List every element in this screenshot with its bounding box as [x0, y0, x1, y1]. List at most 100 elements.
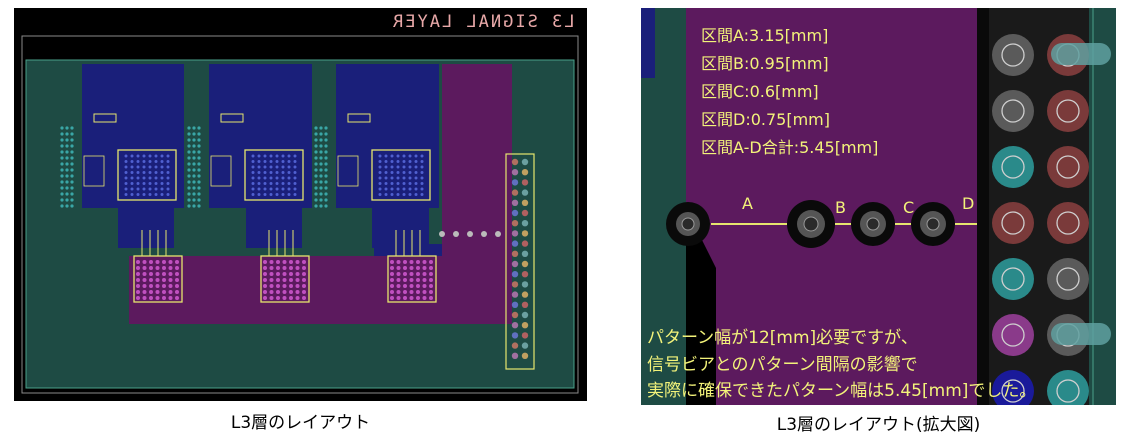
bga-pad: [314, 168, 318, 172]
bga-pad: [324, 144, 328, 148]
bga-pad: [416, 278, 420, 282]
bga-via: [166, 182, 170, 185]
bga-via: [402, 154, 406, 158]
caption-left: L3層のレイアウト: [230, 413, 371, 433]
bga-via: [390, 165, 394, 169]
bga-pad: [155, 266, 160, 270]
bga-pad: [65, 150, 69, 154]
bga-via: [142, 171, 146, 174]
bga-pad: [314, 162, 318, 166]
bga-via: [257, 182, 261, 185]
connector-pin: [511, 311, 519, 319]
bga-via: [408, 165, 412, 169]
connector-pad: [1047, 202, 1089, 244]
connector-pad: [992, 314, 1034, 356]
component: [220, 113, 244, 123]
bga-via: [281, 160, 285, 163]
bga-pad: [263, 284, 267, 288]
bga-via: [148, 176, 152, 180]
bga-via: [378, 154, 382, 158]
bga-via: [130, 165, 134, 169]
bga-via: [251, 154, 255, 158]
bga-pad: [60, 168, 64, 172]
bga-via: [148, 182, 152, 185]
bga-via: [275, 176, 279, 180]
bga-pad: [187, 126, 191, 130]
bga-pad: [403, 284, 407, 288]
bga-pad: [282, 296, 287, 300]
bga-pad: [289, 260, 293, 264]
bga-via: [257, 154, 261, 158]
pcb-zoom-drawing: [641, 8, 1116, 405]
bga-pad: [197, 162, 201, 166]
bga-pad: [319, 132, 323, 136]
bga-pad: [263, 278, 267, 282]
bga-via: [142, 193, 146, 196]
bga-pad: [175, 278, 179, 282]
connector-pad: [1047, 146, 1089, 188]
bga-via: [420, 160, 424, 163]
bga-pad: [155, 290, 160, 294]
bga-pad: [403, 296, 407, 300]
bga-pad: [263, 272, 267, 276]
chip-outline: [371, 149, 431, 201]
bga-pad: [60, 156, 64, 160]
bga-via: [390, 176, 394, 180]
bga-pad: [197, 156, 201, 160]
bga-pad: [319, 192, 323, 196]
bga-pad: [324, 138, 328, 142]
bga-pad: [396, 266, 401, 270]
bga-pad: [70, 138, 74, 142]
bga-pad: [162, 260, 166, 264]
bga-via: [166, 187, 170, 191]
bga-via: [287, 182, 291, 185]
bga-pad: [155, 260, 160, 264]
bga-pad: [149, 284, 153, 288]
bga-pad: [168, 266, 173, 270]
bga-pad: [396, 260, 401, 264]
bga-pad: [314, 132, 318, 136]
bga-via: [396, 187, 400, 191]
bga-pad: [136, 260, 140, 264]
bga-pad: [409, 284, 414, 288]
bga-via: [275, 171, 279, 174]
chip-outline: [244, 149, 304, 201]
bga-via: [257, 165, 261, 169]
bga-pad: [409, 278, 414, 282]
bga-pad: [319, 174, 323, 178]
bga-pad: [302, 278, 306, 282]
bga-via: [136, 171, 140, 174]
bga-via: [269, 171, 273, 174]
bga-via: [251, 160, 255, 163]
bga-pad: [197, 180, 201, 184]
bga-via: [160, 187, 164, 191]
bga-pad: [168, 260, 173, 264]
bga-pad: [192, 150, 196, 154]
bga-via: [136, 154, 140, 158]
bga-pad: [60, 126, 64, 130]
bga-pad: [187, 156, 191, 160]
bga-pad: [295, 278, 300, 282]
bga-via: [263, 160, 267, 163]
bga-pad: [70, 192, 74, 196]
bga-pad: [276, 284, 280, 288]
bga-pad: [324, 204, 328, 208]
bga-pad: [302, 296, 306, 300]
bga-pad: [60, 198, 64, 202]
bga-pad: [70, 168, 74, 172]
bga-pad: [168, 290, 173, 294]
bga-pad: [60, 204, 64, 208]
bga-pad: [149, 278, 153, 282]
bga-via: [281, 193, 285, 196]
pad-ring: [1056, 155, 1080, 179]
bga-pad: [314, 150, 318, 154]
bga-via: [402, 176, 406, 180]
bga-via: [251, 187, 255, 191]
bga-via: [420, 154, 424, 158]
bga-via: [378, 176, 382, 180]
connector-pin: [511, 281, 519, 288]
bga-via: [293, 193, 297, 196]
bga-pad: [142, 290, 147, 294]
bga-via: [154, 182, 158, 185]
bga-pad: [175, 260, 179, 264]
